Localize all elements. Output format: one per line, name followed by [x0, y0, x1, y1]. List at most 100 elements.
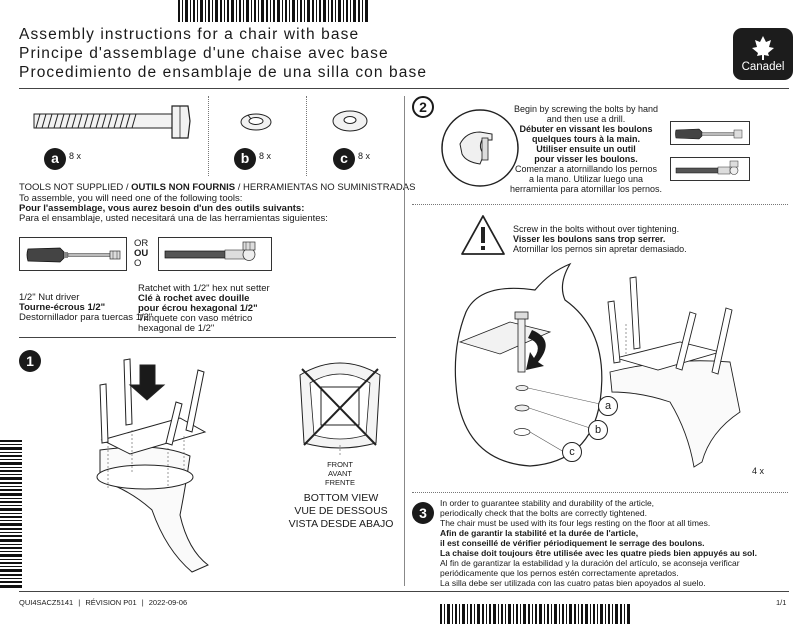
bottom-barcode-graphic	[440, 604, 630, 624]
step-3-divider	[412, 492, 788, 493]
bottom-view-illustration	[292, 355, 388, 455]
maple-leaf-icon	[752, 36, 774, 60]
flat-washer-icon	[332, 110, 368, 132]
side-barcode	[0, 440, 22, 590]
tools-intro-fr: Pour l'assemblage, vous aurez besoin d'u…	[19, 203, 305, 214]
bolt-insertion-drawing	[454, 262, 741, 468]
or-es: O	[134, 258, 142, 269]
logo-text: Canadel	[741, 61, 785, 73]
split-washer-icon	[240, 113, 272, 131]
barcode-graphic	[178, 0, 368, 22]
part-b-qty: 8 x	[259, 151, 272, 161]
ratchet-label-fr-1: Clé à rochet avec douille	[138, 293, 250, 304]
warn-es: Atornillar los pernos sin apretar demasi…	[513, 244, 687, 254]
part-flat-washer	[330, 108, 370, 134]
title-fr: Principe d'assemblage d'une chaise avec …	[19, 45, 389, 62]
callout-c: c	[562, 442, 582, 462]
ratchet-label-fr-2: pour écrou hexagonal 1/2"	[138, 303, 258, 314]
nut-driver-label-en: 1/2" Nut driver	[19, 292, 80, 303]
part-b-label: b	[234, 148, 256, 170]
tools-heading-es: HERRAMIENTAS NO SUMINISTRADAS	[243, 182, 416, 193]
warn-fr: Visser les boulons sans trop serrer.	[513, 234, 666, 244]
bolt-detail-illustration	[440, 262, 790, 492]
part-a-qty: 8 x	[69, 151, 82, 161]
warning-triangle-icon	[461, 215, 505, 255]
bolt-icon	[33, 105, 191, 139]
tools-section-rule	[19, 337, 396, 338]
step-3-fr-1: Afin de garantir la stabilité et la duré…	[440, 528, 639, 538]
footer-meta: QUI4SACZ5141 | RÉVISION P01 | 2022-09-06	[19, 597, 187, 609]
footer-rule	[19, 591, 789, 592]
parts-divider-2	[306, 96, 307, 176]
bottom-view-label-fr: VUE DE DESSOUS	[294, 505, 388, 517]
side-barcode-graphic	[0, 440, 22, 588]
bottom-view-label-en: BOTTOM VIEW	[303, 492, 379, 504]
hand-screw-illustration	[440, 108, 520, 188]
title-en: Assembly instructions for a chair with b…	[19, 26, 360, 43]
begin-es-1: Comenzar a atornillando los pernos	[514, 164, 658, 174]
bottom-view-label-es: VISTA DESDE ABAJO	[288, 518, 394, 530]
step-2-number: 2	[412, 96, 434, 118]
ratchet-box	[158, 237, 272, 271]
or-fr: OU	[134, 248, 149, 259]
step-3-fr-3: La chaise doit toujours être utilisée av…	[440, 548, 757, 558]
ratchet-label-en: Ratchet with 1/2" hex nut setter	[138, 283, 270, 294]
callout-b-letter: b	[594, 424, 602, 436]
step-1-illustration	[80, 350, 270, 580]
title-es: Procedimiento de ensamblaje de una silla…	[19, 64, 428, 81]
top-barcode	[178, 0, 368, 22]
step-3-es-1: Al fin de garantizar la estabilidad y la…	[440, 558, 740, 568]
nut-driver-label-es: Destornillador para tuercas 1/2"	[19, 312, 153, 323]
begin-en-2: and then use a drill.	[546, 114, 626, 124]
revision-date: 2022-09-06	[148, 598, 188, 607]
nut-driver-icon	[26, 247, 121, 263]
begin-fr-1: Débuter en vissant les boulons	[519, 124, 653, 134]
column-divider	[404, 96, 405, 586]
bottom-barcode	[440, 604, 630, 624]
begin-en-1: Begin by screwing the bolts by hand	[513, 104, 659, 114]
chair-bottom-view-drawing	[299, 362, 381, 455]
part-split-washer	[238, 110, 274, 134]
front-label-fr: AVANT	[328, 469, 352, 478]
canadel-logo: Canadel	[733, 28, 793, 80]
begin-es-3: herramienta para atornillar los pernos.	[509, 184, 663, 194]
tools-heading-sep-1: /	[123, 182, 132, 193]
part-a-label: a	[44, 148, 66, 170]
part-c-label: c	[333, 148, 355, 170]
footer-sep-2: |	[141, 598, 144, 607]
tools-intro-en: To assemble, you will need one of the fo…	[19, 193, 243, 204]
tools-heading-fr: OUTILS NON FOURNIS	[131, 182, 236, 193]
tools-heading-sep-2: /	[235, 182, 244, 193]
footer-sep-1: |	[78, 598, 81, 607]
step-2-nut-driver-box	[670, 121, 750, 145]
nut-driver-label-fr: Tourne-écrous 1/2"	[19, 302, 106, 313]
or-en: OR	[134, 238, 149, 249]
chair-base-assembly-drawing	[96, 358, 209, 573]
step-3-en-1: In order to guarantee stability and dura…	[440, 498, 655, 508]
step-2-ratchet-box	[670, 157, 750, 181]
callout-c-letter: c	[569, 446, 575, 458]
callout-a-letter: a	[604, 400, 612, 412]
front-label-es: FRENTE	[325, 478, 355, 487]
warn-en: Screw in the bolts without over tighteni…	[513, 224, 680, 234]
ratchet-icon	[164, 241, 256, 261]
step-3-es-3: La silla debe ser utilizada con las cuat…	[440, 578, 706, 588]
ratchet-label-es-1: Trinquete con vaso métrico	[138, 313, 253, 324]
callout-a: a	[598, 396, 618, 416]
part-bolt	[30, 100, 200, 146]
step-3-fr-2: il est conseillé de vérifier périodiquem…	[440, 538, 705, 548]
step-3-en-3: The chair must be used with its four leg…	[440, 518, 711, 528]
begin-fr-2: quelques tours à la main.	[531, 134, 641, 144]
step-1-number: 1	[19, 350, 41, 372]
part-c-qty: 8 x	[358, 151, 371, 161]
step-2-divider	[412, 204, 788, 205]
tools-heading: TOOLS NOT SUPPLIED / OUTILS NON FOURNIS …	[19, 182, 415, 194]
step-3-es-2: periódicamente que los pernos estén corr…	[440, 568, 679, 578]
step-3-en-2: periodically check that the bolts are co…	[440, 508, 647, 518]
begin-fr-3: Utiliser ensuite un outil	[536, 144, 636, 154]
tools-heading-en: TOOLS NOT SUPPLIED	[19, 182, 124, 193]
ratchet-icon-small	[675, 160, 739, 175]
doc-code: QUI4SACZ5141	[19, 598, 74, 607]
hand-screw-icon	[441, 109, 519, 187]
begin-es-2: a la mano. Utilizar luego una	[528, 174, 644, 184]
